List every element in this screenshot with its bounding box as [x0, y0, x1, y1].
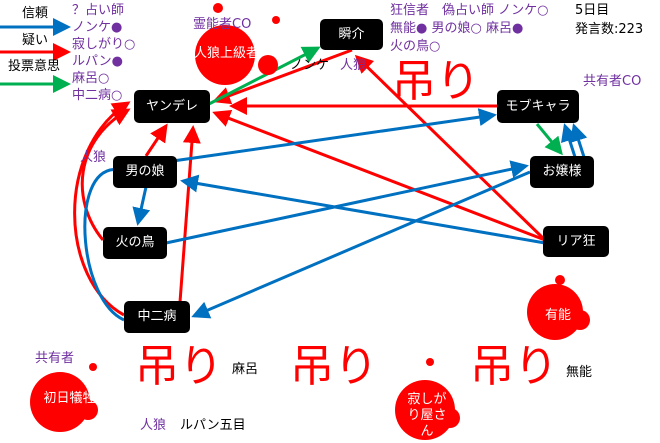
edge: [535, 123, 563, 156]
node-riajuu[interactable]: リア狂: [543, 226, 609, 257]
node-otokonoko[interactable]: 男の娘: [113, 156, 177, 188]
note: ルパン●: [72, 54, 123, 69]
legend-vote-label: 投票意思: [8, 59, 61, 74]
edge: [180, 174, 546, 245]
note: 麻呂○: [72, 71, 110, 86]
wolf-label: 人狼: [140, 418, 167, 433]
note: 火の鳥○: [390, 39, 441, 54]
edge: [212, 48, 353, 105]
shared-co-label: 共有者CO: [583, 74, 642, 89]
node-hinotori[interactable]: 火の鳥: [103, 227, 167, 259]
shared-label: 共有者: [35, 351, 75, 366]
node-sabishigari[interactable]: 寂しがり屋さん: [407, 391, 447, 439]
edge: [191, 170, 531, 319]
note: ノンケ●: [72, 20, 123, 35]
note: 狂信者 偽占い師 ノンケ○: [390, 3, 549, 18]
wolf-label: 人狼: [80, 150, 107, 165]
edge: [212, 109, 546, 242]
edge: [80, 108, 131, 241]
edge: [354, 54, 547, 242]
hang-mark: 吊り: [470, 341, 558, 392]
munou-label: 無能: [566, 365, 593, 380]
edge: [132, 186, 151, 226]
node-mob[interactable]: モブキャラ: [497, 90, 579, 123]
edge: [570, 123, 588, 158]
node-werewolf-senior[interactable]: 人狼上級者: [193, 45, 259, 61]
node-first-victim[interactable]: 初日犠牲者: [43, 391, 109, 406]
edge: [144, 123, 168, 157]
legend-trust-label: 信頼: [22, 6, 49, 21]
edge: [206, 46, 321, 107]
medium-co-label: 霊能者CO: [193, 17, 252, 32]
edge: [165, 160, 529, 245]
madman-notes: 狂信者 偽占い師 ノンケ○ 無能● 男の娘○ 麻呂● 火の鳥○: [390, 3, 548, 55]
post-count: 発言数:223: [575, 22, 644, 37]
edge: [561, 123, 579, 158]
note: 寂しがり○: [72, 37, 136, 52]
lupin-label: ルパン五目: [180, 418, 246, 433]
hang-mark: 吊り: [135, 341, 223, 392]
node-shunsuke[interactable]: 瞬介: [320, 19, 383, 50]
edge: [83, 108, 497, 322]
wolf-label: 人狼: [340, 58, 367, 73]
hang-mark: 吊り: [290, 341, 378, 392]
node-yuunou[interactable]: 有能: [544, 308, 571, 323]
edge: [73, 101, 131, 317]
legend-doubt-label: 疑い: [22, 33, 49, 48]
note: 無能● 男の娘○ 麻呂●: [390, 21, 524, 36]
day-label: 5日目: [575, 3, 610, 18]
seer-notes: ？占い師 ノンケ● 寂しがり○ ルパン● 麻呂○ 中二病○: [72, 3, 135, 104]
note: 中二病○: [72, 88, 123, 103]
node-chuunibyou[interactable]: 中二病: [124, 301, 190, 333]
node-yandere[interactable]: ヤンデレ: [134, 90, 210, 123]
edge: [178, 125, 201, 303]
hang-mark: 吊り: [392, 56, 480, 107]
maro-label: 麻呂: [232, 362, 259, 377]
node-ojousama[interactable]: お嬢様: [530, 156, 594, 188]
note: ？占い師: [72, 3, 125, 18]
nonke-label: ノンケ: [290, 58, 330, 73]
blood-splatters: [30, 3, 590, 440]
